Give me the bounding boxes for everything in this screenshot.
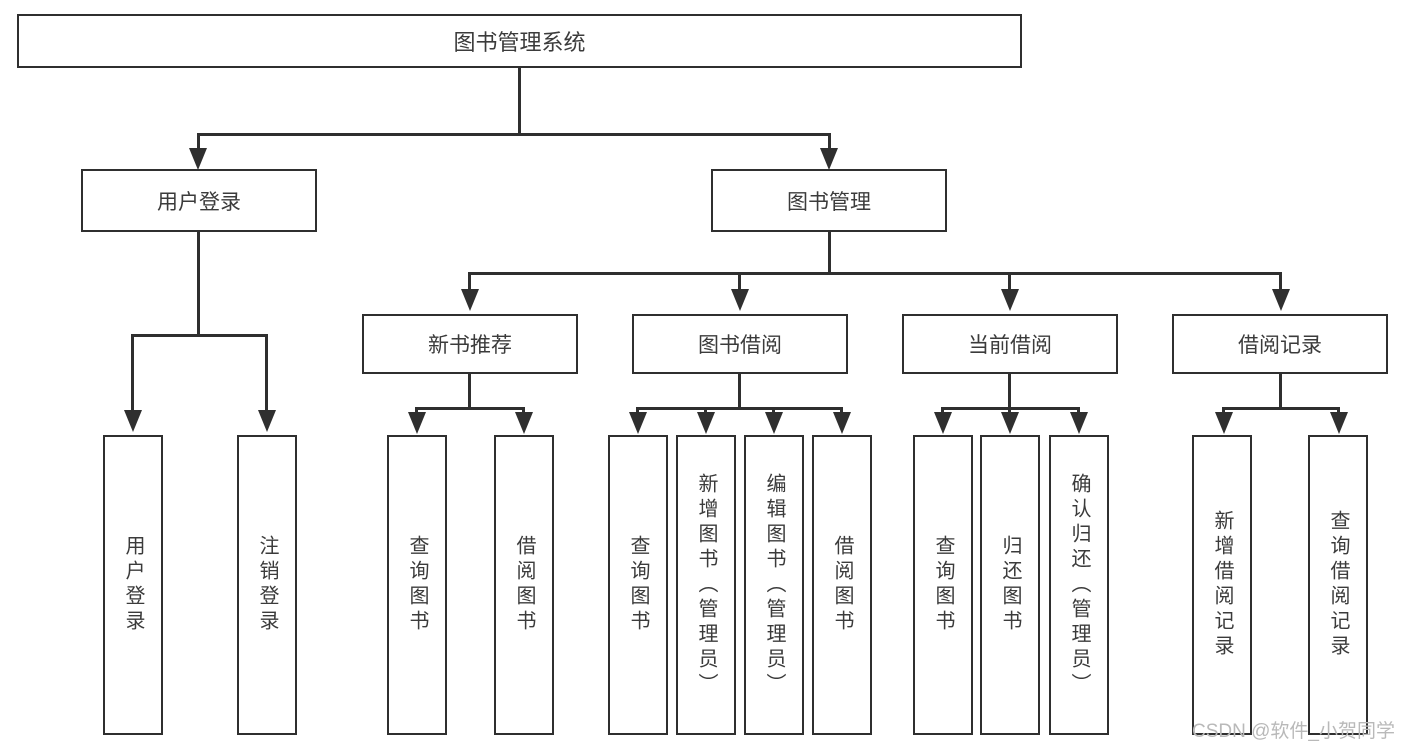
leaf-label: 查询图书 [627,535,649,635]
node-label: 图书管理系统 [453,30,586,55]
connector-level2-bus [197,133,831,136]
arrowhead-leaf-bb-2 [697,412,715,434]
arrowhead-leaf-nbr-2 [515,412,533,434]
connector-new-book-recommend-stem [468,374,471,410]
connector-book-borrow-bus [636,407,843,410]
leaf-new-book-recommend-query-book[interactable]: 查询图书 [387,435,447,735]
connector-drop-leaf-bb-1 [636,407,639,415]
arrowhead-leaf-br-2 [1330,412,1348,434]
node-user-login[interactable]: 用户登录 [81,169,317,232]
node-book-borrow[interactable]: 图书借阅 [632,314,848,374]
leaf-book-borrow-add-book-admin[interactable]: 新增图书（管理员） [676,435,736,735]
connector-drop-user-login [197,133,200,153]
leaf-book-borrow-borrow-book[interactable]: 借阅图书 [812,435,872,735]
connector-drop-leaf-bb-2 [704,407,707,415]
leaf-user-login-logout[interactable]: 注销登录 [237,435,297,735]
arrowhead-leaf-bb-4 [833,412,851,434]
node-label: 用户登录 [157,190,241,214]
connector-drop-leaf-nbr-2 [522,407,525,415]
connector-borrow-record-stem [1279,374,1282,410]
connector-drop-book-management [828,133,831,153]
arrowhead-leaf-nbr-1 [408,412,426,434]
leaf-label: 查询借阅记录 [1327,510,1349,660]
connector-borrow-record-bus [1222,407,1340,410]
arrowhead-borrow-record [1272,289,1290,311]
connector-drop-leaf-user-login-1 [131,334,134,414]
leaf-current-borrow-return-book[interactable]: 归还图书 [980,435,1040,735]
leaf-book-borrow-edit-book-admin[interactable]: 编辑图书（管理员） [744,435,804,735]
arrowhead-leaf-cb-2 [1001,412,1019,434]
connector-drop-leaf-bb-3 [772,407,775,415]
leaf-label: 新增借阅记录 [1211,510,1233,660]
node-label: 借阅记录 [1238,334,1322,357]
leaf-label: 归还图书 [999,535,1021,635]
leaf-label: 查询图书 [932,535,954,635]
arrowhead-new-book-recommend [461,289,479,311]
connector-drop-current-borrow [1008,272,1011,292]
connector-drop-leaf-cb-1 [941,407,944,415]
arrowhead-leaf-br-1 [1215,412,1233,434]
connector-level3-bus [468,272,1282,275]
connector-drop-leaf-nbr-1 [415,407,418,415]
leaf-borrow-record-add-record[interactable]: 新增借阅记录 [1192,435,1252,735]
node-label: 新书推荐 [428,334,512,357]
leaf-book-borrow-query-book[interactable]: 查询图书 [608,435,668,735]
leaf-label: 编辑图书（管理员） [763,472,785,698]
connector-drop-leaf-user-login-2 [265,334,268,414]
node-book-management[interactable]: 图书管理 [711,169,947,232]
node-label: 图书借阅 [698,334,782,357]
leaf-label: 借阅图书 [831,535,853,635]
node-new-book-recommend[interactable]: 新书推荐 [362,314,578,374]
connector-drop-leaf-bb-4 [840,407,843,415]
arrowhead-book-borrow [731,289,749,311]
node-borrow-record[interactable]: 借阅记录 [1172,314,1388,374]
leaf-user-login-login[interactable]: 用户登录 [103,435,163,735]
node-root-book-management-system[interactable]: 图书管理系统 [17,14,1022,68]
arrowhead-leaf-bb-1 [629,412,647,434]
leaf-label: 用户登录 [122,535,144,635]
node-current-borrow[interactable]: 当前借阅 [902,314,1118,374]
connector-drop-borrow-record [1279,272,1282,292]
leaf-label: 查询图书 [406,535,428,635]
leaf-new-book-recommend-borrow-book[interactable]: 借阅图书 [494,435,554,735]
connector-drop-leaf-br-2 [1337,407,1340,415]
leaf-label: 借阅图书 [513,535,535,635]
arrowhead-user-login [189,148,207,170]
connector-current-borrow-stem [1008,374,1011,410]
connector-drop-book-borrow [738,272,741,292]
node-label: 当前借阅 [968,334,1052,357]
connector-user-login-stem [197,232,200,336]
connector-book-borrow-stem [738,374,741,410]
arrowhead-current-borrow [1001,289,1019,311]
leaf-label: 新增图书（管理员） [695,472,717,698]
arrowhead-leaf-cb-3 [1070,412,1088,434]
connector-user-login-bus [131,334,268,337]
arrowhead-leaf-cb-1 [934,412,952,434]
leaf-label: 注销登录 [256,535,278,635]
connector-drop-new-book-recommend [468,272,471,292]
arrowhead-book-management [820,148,838,170]
arrowhead-leaf-user-login-1 [124,410,142,432]
connector-new-book-recommend-bus [415,407,525,410]
connector-root-stem [518,68,521,134]
leaf-label: 确认归还（管理员） [1068,472,1090,698]
node-label: 图书管理 [787,190,871,214]
connector-drop-leaf-cb-3 [1077,407,1080,415]
connector-book-management-stem [828,232,831,275]
leaf-borrow-record-query-record[interactable]: 查询借阅记录 [1308,435,1368,735]
arrowhead-leaf-bb-3 [765,412,783,434]
connector-drop-leaf-cb-2 [1008,407,1011,415]
connector-drop-leaf-br-1 [1222,407,1225,415]
arrowhead-leaf-user-login-2 [258,410,276,432]
leaf-current-borrow-query-book[interactable]: 查询图书 [913,435,973,735]
leaf-current-borrow-confirm-return-admin[interactable]: 确认归还（管理员） [1049,435,1109,735]
